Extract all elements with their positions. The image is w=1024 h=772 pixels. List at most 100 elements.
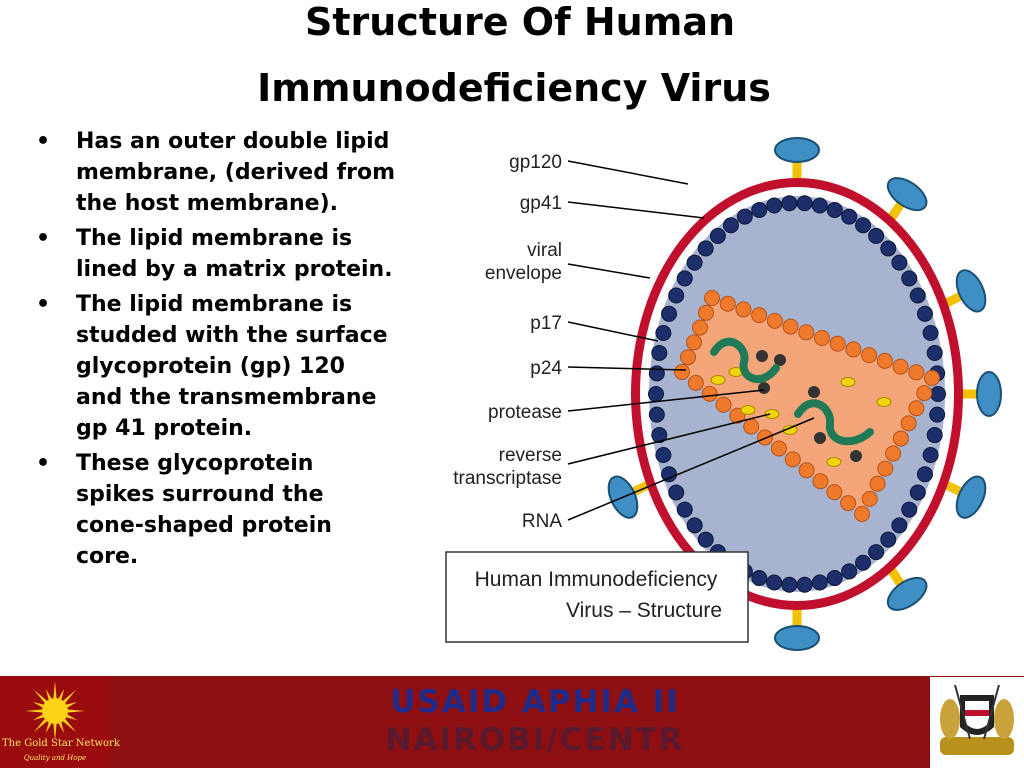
matrix-bead	[668, 484, 685, 501]
matrix-bead	[766, 574, 783, 591]
matrix-bead	[661, 466, 678, 483]
capsid-bead	[751, 307, 768, 324]
capsid-bead	[770, 440, 787, 457]
leader-p17	[567, 321, 659, 342]
p17-matrix-protein-layer	[648, 195, 946, 593]
capsid-bead	[908, 400, 925, 417]
capsid-bead	[900, 415, 917, 432]
matrix-bead	[709, 227, 726, 244]
gp120-head	[774, 137, 820, 163]
matrix-bead	[648, 406, 665, 423]
matrix-bead	[651, 344, 668, 361]
leader-gp41	[567, 201, 705, 219]
bullet-icon: •	[36, 129, 51, 154]
matrix-bead	[891, 254, 908, 271]
capsid-bead	[916, 385, 933, 402]
matrix-bead	[880, 240, 897, 257]
bullet-icon: •	[36, 451, 51, 476]
matrix-bead	[855, 217, 872, 234]
matrix-bead	[796, 195, 813, 212]
matrix-bead	[751, 570, 768, 587]
diagram-caption-box: Human Immunodeficiency Virus – Structure	[445, 551, 749, 643]
core-enzymes	[710, 350, 892, 467]
capsid-bead	[782, 318, 799, 335]
capsid-bead	[908, 364, 925, 381]
gold-star-network-logo: The Gold Star Network Quality and Hope	[0, 676, 120, 768]
reverse-transcriptase-dot	[840, 377, 856, 387]
capsid-bead	[674, 364, 690, 380]
caption-line-1: Human Immunodeficiency	[475, 568, 718, 591]
matrix-bead	[916, 305, 933, 322]
protease-dot	[758, 382, 770, 394]
reverse-transcriptase-dot	[764, 409, 780, 419]
protease-dot	[814, 432, 826, 444]
capsid-bead	[680, 349, 696, 366]
label-p24: p24	[530, 358, 562, 379]
bullet-item: •The lipid membrane is lined by a matrix…	[36, 223, 396, 285]
matrix-bead	[811, 574, 828, 591]
reverse-transcriptase-dot	[710, 375, 726, 385]
capsid-bead	[686, 334, 702, 351]
capsid-bead	[845, 341, 862, 358]
reverse-transcriptase-dot	[740, 405, 756, 415]
footer-text-line-2: NAIROBI/CENTR	[385, 722, 685, 758]
matrix-bead	[686, 517, 703, 534]
matrix-bead	[796, 576, 813, 593]
capsid-bead	[701, 385, 718, 402]
matrix-bead	[868, 227, 885, 244]
bullet-item: •These glycoprotein spikes surround the …	[36, 448, 396, 572]
label-leader-lines	[567, 160, 815, 521]
capsid-bead	[735, 301, 752, 318]
coat-of-arms-logo	[930, 677, 1024, 768]
rna-strand-1	[710, 337, 780, 383]
protease-dot	[808, 386, 820, 398]
capsid-bead	[692, 319, 708, 336]
matrix-bead	[868, 544, 885, 561]
matrix-bead	[841, 563, 858, 580]
matrix-bead	[668, 287, 685, 304]
matrix-bead	[697, 240, 714, 257]
gp120-head	[774, 625, 820, 651]
capsid-bead	[840, 495, 857, 512]
bullet-item: •The lipid membrane is studded with the …	[36, 289, 396, 444]
logo-left-name: The Gold Star Network	[2, 738, 120, 749]
gp120-head	[955, 269, 987, 313]
matrix-bead	[909, 287, 926, 304]
matrix-bead	[826, 570, 843, 587]
matrix-bead	[926, 427, 943, 444]
capsid-protein-beads	[674, 290, 940, 522]
matrix-bead	[686, 254, 703, 271]
leader-gp120	[567, 160, 689, 185]
capsid-bead	[854, 506, 870, 522]
capsid-bead	[869, 475, 886, 492]
leader-p24	[567, 366, 687, 371]
bullet-icon: •	[36, 226, 51, 251]
matrix-bead	[922, 325, 939, 342]
matrix-bead	[661, 305, 678, 322]
leader-protease	[567, 389, 765, 412]
matrix-bead	[751, 201, 768, 218]
footer-text-line-1: USAID APHIA II	[390, 684, 680, 720]
rna-strand-2	[794, 399, 874, 446]
gold-star-icon	[25, 681, 85, 738]
gp120-head	[955, 475, 987, 519]
capsid-bead	[892, 358, 909, 375]
capsid-bead	[861, 347, 878, 364]
protease-dot	[774, 354, 786, 366]
capsid-bead	[743, 418, 760, 435]
matrix-bead	[648, 365, 665, 382]
capsid-bead	[704, 290, 720, 306]
label-gp41: gp41	[520, 193, 562, 214]
capsid-bead	[924, 370, 940, 386]
matrix-bead	[736, 208, 753, 225]
bullet-list: • Has an outer double lipid membrane, (de…	[36, 126, 396, 576]
matrix-bead	[722, 217, 739, 234]
capsid-bead	[798, 462, 815, 479]
protease-dot	[756, 350, 768, 362]
capsid-bead	[814, 330, 830, 346]
bullet-text: Has an outer double lipid membrane, (der…	[76, 129, 396, 216]
matrix-bead	[781, 195, 798, 212]
matrix-bead	[697, 531, 714, 548]
matrix-bead	[766, 197, 783, 214]
matrix-bead	[916, 466, 933, 483]
